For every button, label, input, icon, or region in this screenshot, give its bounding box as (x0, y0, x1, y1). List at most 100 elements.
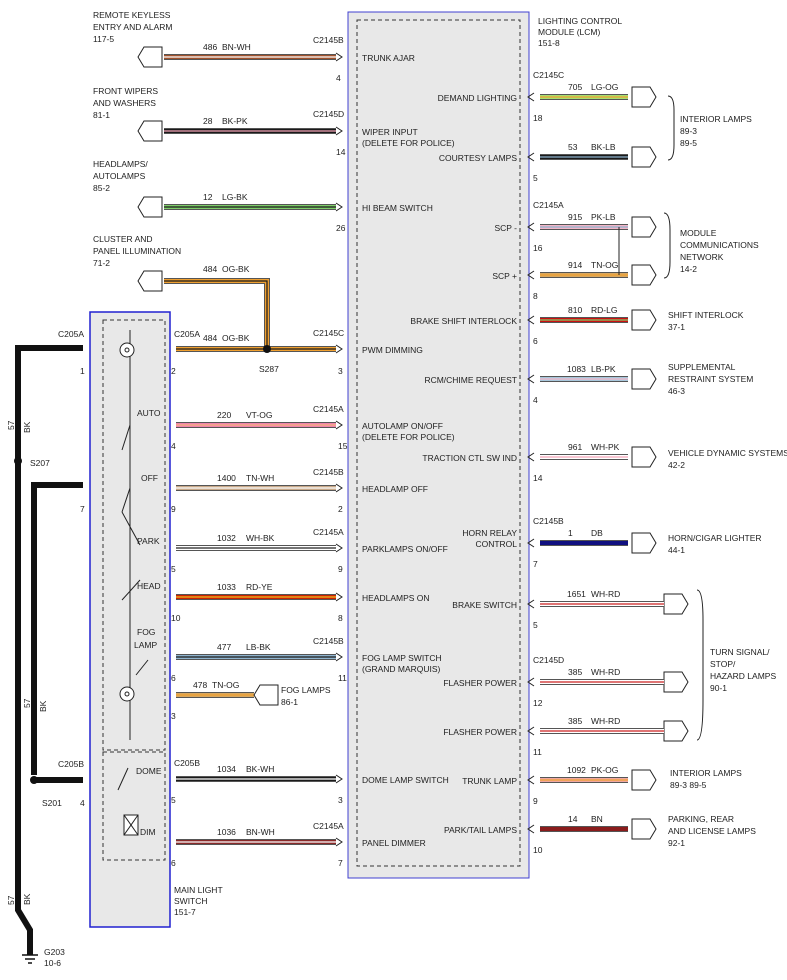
arrow-out-10 (527, 726, 535, 736)
conn-sw-7: C2145A (313, 821, 344, 831)
pin-sw-left-3: 10 (171, 613, 181, 623)
out-pin-9: 12 (533, 698, 543, 708)
out-wire-color-8: WH-RD (591, 589, 620, 599)
svg-text:42-2: 42-2 (668, 460, 685, 470)
left-pin-1: 1 (80, 366, 85, 376)
pin-sw-right-7: 7 (338, 858, 343, 868)
svg-text:71-2: 71-2 (93, 258, 110, 268)
svg-text:FRONT WIPERS: FRONT WIPERS (93, 86, 158, 96)
arrow-sw-4 (335, 652, 343, 662)
out-wire-color-10: WH-RD (591, 716, 620, 726)
lcm-input-label-sw-2-0: PARKLAMPS ON/OFF (362, 544, 448, 554)
conn-c205a-pwm: C205A (174, 329, 200, 339)
svg-text:151-8: 151-8 (538, 38, 560, 48)
svg-text:HEADLAMPS/: HEADLAMPS/ (93, 159, 148, 169)
svg-text:BK: BK (22, 421, 32, 433)
wire-num-484-top: 484 (203, 264, 217, 274)
svg-text:SWITCH: SWITCH (174, 896, 208, 906)
wire-num-12: 12 (203, 192, 213, 202)
lcm-output-label-10-0: FLASHER POWER (443, 727, 517, 737)
arrow-sw-3 (335, 592, 343, 602)
arrow-sw-0 (335, 420, 343, 430)
out-wire-color-11: PK-OG (591, 765, 618, 775)
lcm-input-label-sw-4-0: FOG LAMP SWITCH (362, 653, 442, 663)
pin-sw-right-2: 9 (338, 564, 343, 574)
svg-text:AND WASHERS: AND WASHERS (93, 98, 156, 108)
wire-num-28: 28 (203, 116, 213, 126)
ground-bus (15, 345, 83, 955)
wire-color-486: BN-WH (222, 42, 251, 52)
svg-text:NETWORK: NETWORK (680, 252, 724, 262)
svg-text:SUPPLEMENTAL: SUPPLEMENTAL (668, 362, 736, 372)
svg-text:44-1: 44-1 (668, 545, 685, 555)
out-pin-3: 8 (533, 291, 538, 301)
out-conn-0: C2145C (533, 70, 564, 80)
svg-text:AND LICENSE LAMPS: AND LICENSE LAMPS (668, 826, 756, 836)
dest-connector-6 (631, 446, 657, 468)
out-wire-num-8: 1651 (567, 589, 586, 599)
conn-486: C2145B (313, 35, 344, 45)
wire-color-1400: TN-WH (246, 473, 274, 483)
arrow-sw-6 (335, 774, 343, 784)
out-wire-color-6: WH-PK (591, 442, 620, 452)
splice-s207-label: S207 (30, 458, 50, 468)
wire-color-1034: BK-WH (246, 764, 274, 774)
lcm-input-label-2-0: HI BEAM SWITCH (362, 203, 433, 213)
out-wire-num-4: 810 (568, 305, 582, 315)
dest-connector-3 (631, 264, 657, 286)
lcm-output-label-7-1: CONTROL (475, 539, 517, 549)
wire-num-1032: 1032 (217, 533, 236, 543)
svg-text:86-1: 86-1 (281, 697, 298, 707)
pin-sw-right-3: 8 (338, 613, 343, 623)
svg-text:HEAD: HEAD (137, 581, 161, 591)
lcm-output-label-8-0: BRAKE SWITCH (452, 600, 517, 610)
out-pin-1: 5 (533, 173, 538, 183)
source-connector-1 (137, 120, 163, 142)
dest-connector-1 (631, 146, 657, 168)
out-wire-num-9: 385 (568, 667, 582, 677)
lcm-title: LIGHTING CONTROL MODULE (LCM) 151-8 (538, 16, 622, 48)
wire-color-1032: WH-BK (246, 533, 275, 543)
out-pin-11: 9 (533, 796, 538, 806)
out-pin-0: 18 (533, 113, 543, 123)
lcm-input-label-sw-7-0: PANEL DIMMER (362, 838, 426, 848)
svg-text:14-2: 14-2 (680, 264, 697, 274)
ground-symbol (22, 954, 38, 964)
out-wire-color-9: WH-RD (591, 667, 620, 677)
splice-s201 (30, 776, 38, 784)
svg-text:89-3 89-5: 89-3 89-5 (670, 780, 707, 790)
out-wire-num-1: 53 (568, 142, 578, 152)
pin-12: 26 (336, 223, 346, 233)
svg-text:LAMP: LAMP (134, 640, 157, 650)
arrow-out-12 (527, 824, 535, 834)
arrow-sw-7 (335, 837, 343, 847)
svg-text:117-5: 117-5 (93, 34, 114, 44)
svg-text:90-1: 90-1 (710, 683, 727, 693)
wire-num-1033: 1033 (217, 582, 236, 592)
svg-text:MAIN LIGHT: MAIN LIGHT (174, 885, 223, 895)
ground-wire-labels: 57 BK 57 BK 57 BK (6, 420, 48, 905)
svg-text:81-1: 81-1 (93, 110, 110, 120)
svg-text:AUTO: AUTO (137, 408, 161, 418)
dest-connector-4 (631, 309, 657, 331)
out-wire-num-3: 914 (568, 260, 582, 270)
wire-color-484-top: OG-BK (222, 264, 250, 274)
dest-connector-9 (663, 671, 689, 693)
lcm-input-label-1-1: (DELETE FOR POLICE) (362, 138, 455, 148)
pin-sw-right-1: 2 (338, 504, 343, 514)
arrow-out-8 (527, 599, 535, 609)
arrow-out-9 (527, 677, 535, 687)
out-conn-7: C2145B (533, 516, 564, 526)
conn-sw-2: C2145A (313, 527, 344, 537)
svg-text:SHIFT INTERLOCK: SHIFT INTERLOCK (668, 310, 744, 320)
wire-color-12: LG-BK (222, 192, 248, 202)
main-light-switch-inner (102, 319, 166, 751)
left-conn-c205a: C205A (58, 329, 84, 339)
arrow-pwm (335, 344, 343, 354)
svg-text:FOG LAMPS: FOG LAMPS (281, 685, 331, 695)
out-wire-color-5: LB-PK (591, 364, 616, 374)
pin-sw-left-4: 6 (171, 673, 176, 683)
out-pin-8: 5 (533, 620, 538, 630)
main-light-switch-label: MAIN LIGHT SWITCH 151-7 (174, 885, 223, 917)
pin-sw-left-0: 4 (171, 441, 176, 451)
